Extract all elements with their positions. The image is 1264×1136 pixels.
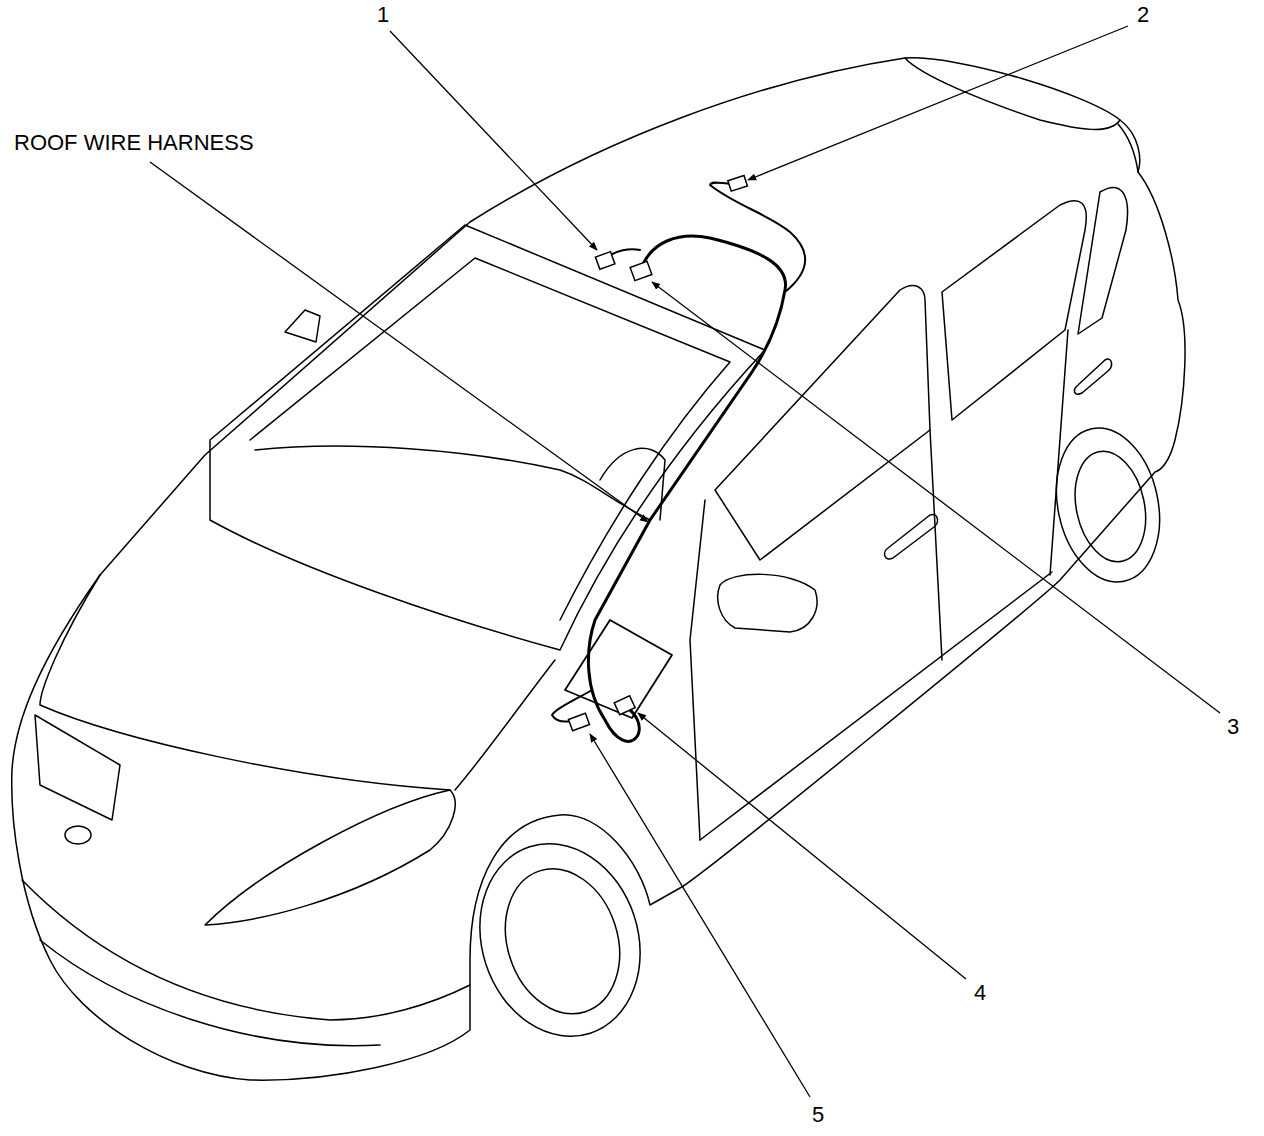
callout-number: 1	[375, 3, 391, 27]
rear-window	[942, 201, 1086, 420]
door-handle	[1075, 359, 1112, 394]
rim	[487, 854, 637, 1029]
hood-shut-line	[455, 660, 555, 790]
leader-line	[652, 282, 1220, 713]
part-label: ROOF WIRE HARNESS	[12, 131, 256, 155]
b-pillar	[930, 430, 942, 660]
leader-line	[150, 162, 648, 522]
windshield-inner	[250, 258, 730, 620]
sill-line	[700, 572, 1052, 840]
rear-wheel	[1043, 418, 1173, 591]
connectors	[568, 175, 747, 730]
car-body	[12, 58, 1185, 1080]
roof-rear-edge	[905, 58, 1120, 129]
hood-front	[40, 575, 450, 790]
tire	[1043, 418, 1173, 591]
front-wheel	[456, 823, 665, 1058]
callout-number: 3	[1225, 715, 1241, 739]
seat	[600, 448, 665, 520]
connector	[630, 261, 652, 280]
door-handle	[885, 514, 938, 558]
emblem	[65, 826, 91, 844]
side-mirror	[718, 574, 817, 632]
mirror-far	[285, 310, 320, 342]
quarter-window	[1078, 188, 1128, 334]
harness-trim-panel	[565, 620, 672, 718]
leader-line	[390, 31, 597, 250]
body-outline	[12, 58, 1185, 1080]
connector	[614, 696, 635, 715]
harness-branch	[710, 182, 805, 292]
leader-line	[638, 713, 966, 979]
callout-number: 2	[1135, 3, 1151, 27]
bumper-line	[22, 880, 470, 1020]
connector	[568, 713, 589, 730]
leader-line	[748, 26, 1128, 180]
connector	[728, 175, 748, 191]
callout-number: 5	[810, 1103, 826, 1127]
windshield	[210, 225, 765, 650]
door-front-edge	[690, 500, 705, 840]
rim	[1065, 445, 1155, 569]
leader-line	[590, 734, 810, 1097]
harness-main	[588, 236, 785, 741]
bumper-lower	[40, 940, 380, 1046]
rear-door-edge	[1050, 330, 1068, 575]
leader-lines	[150, 26, 1220, 1097]
connector	[595, 252, 614, 270]
callout-number: 4	[972, 981, 988, 1005]
dashboard	[255, 446, 650, 520]
tire	[456, 823, 665, 1058]
headlight-left	[35, 715, 120, 820]
headlight-right	[205, 790, 455, 925]
spoiler	[1118, 124, 1138, 172]
front-window	[715, 285, 930, 560]
roof-wire-harness	[552, 182, 805, 741]
